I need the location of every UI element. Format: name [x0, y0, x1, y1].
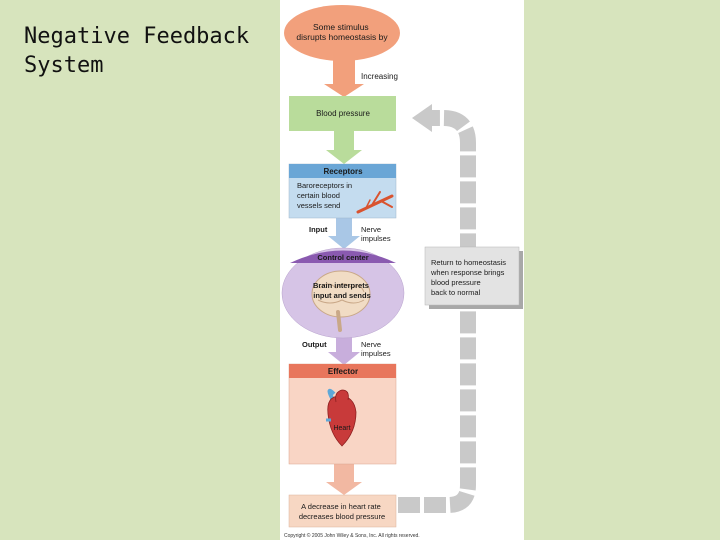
- control-center-header-band: [290, 250, 396, 263]
- stimulus-oval: [284, 5, 400, 61]
- return-loop-arrow: [398, 104, 476, 513]
- nerve-impulses-output-text: Nerve impulses: [361, 340, 391, 358]
- receptors-header-bar: [289, 164, 396, 178]
- return-note-text: Return to homeostasis when response brin…: [430, 258, 508, 297]
- effector-header: Effector: [328, 367, 358, 376]
- heart-label: Heart: [333, 425, 350, 432]
- blood-pressure-label: Blood pressure: [316, 109, 370, 118]
- receptors-body-text: Baroreceptors in certain blood vessels s…: [297, 181, 354, 210]
- blood-pressure-box: [289, 96, 396, 131]
- arrow-stimulus-to-blood-pressure: [324, 60, 364, 97]
- brain-icon: [311, 270, 371, 332]
- arrow-output: [328, 336, 360, 365]
- stimulus-text: Some stimulus disrupts homeostasis by: [296, 22, 388, 42]
- response-box: [288, 494, 397, 528]
- nerve-impulses-input-text: Nerve impulses: [361, 225, 391, 243]
- heart-icon: [326, 388, 357, 447]
- arrow-input: [328, 218, 360, 249]
- effector-header-bar: [289, 364, 396, 378]
- slide-title: Negative Feedback System: [24, 24, 250, 78]
- arrow-to-receptors: [326, 131, 362, 164]
- copyright-notice: Copyright © 2005 John Wiley & Sons, Inc.…: [284, 533, 420, 539]
- receptors-header: Receptors: [323, 167, 363, 176]
- input-label: Input: [309, 225, 328, 234]
- blood-vessel-icon: [356, 191, 394, 214]
- response-text: A decrease in heart rate decreases blood…: [299, 502, 385, 521]
- increasing-label: Increasing: [361, 72, 398, 81]
- return-note-box: [424, 246, 520, 306]
- output-label: Output: [302, 340, 327, 349]
- control-center-body-text: Brain interprets input and sends: [313, 281, 371, 300]
- arrow-to-response: [326, 464, 362, 495]
- control-center-header: Control center: [317, 253, 368, 262]
